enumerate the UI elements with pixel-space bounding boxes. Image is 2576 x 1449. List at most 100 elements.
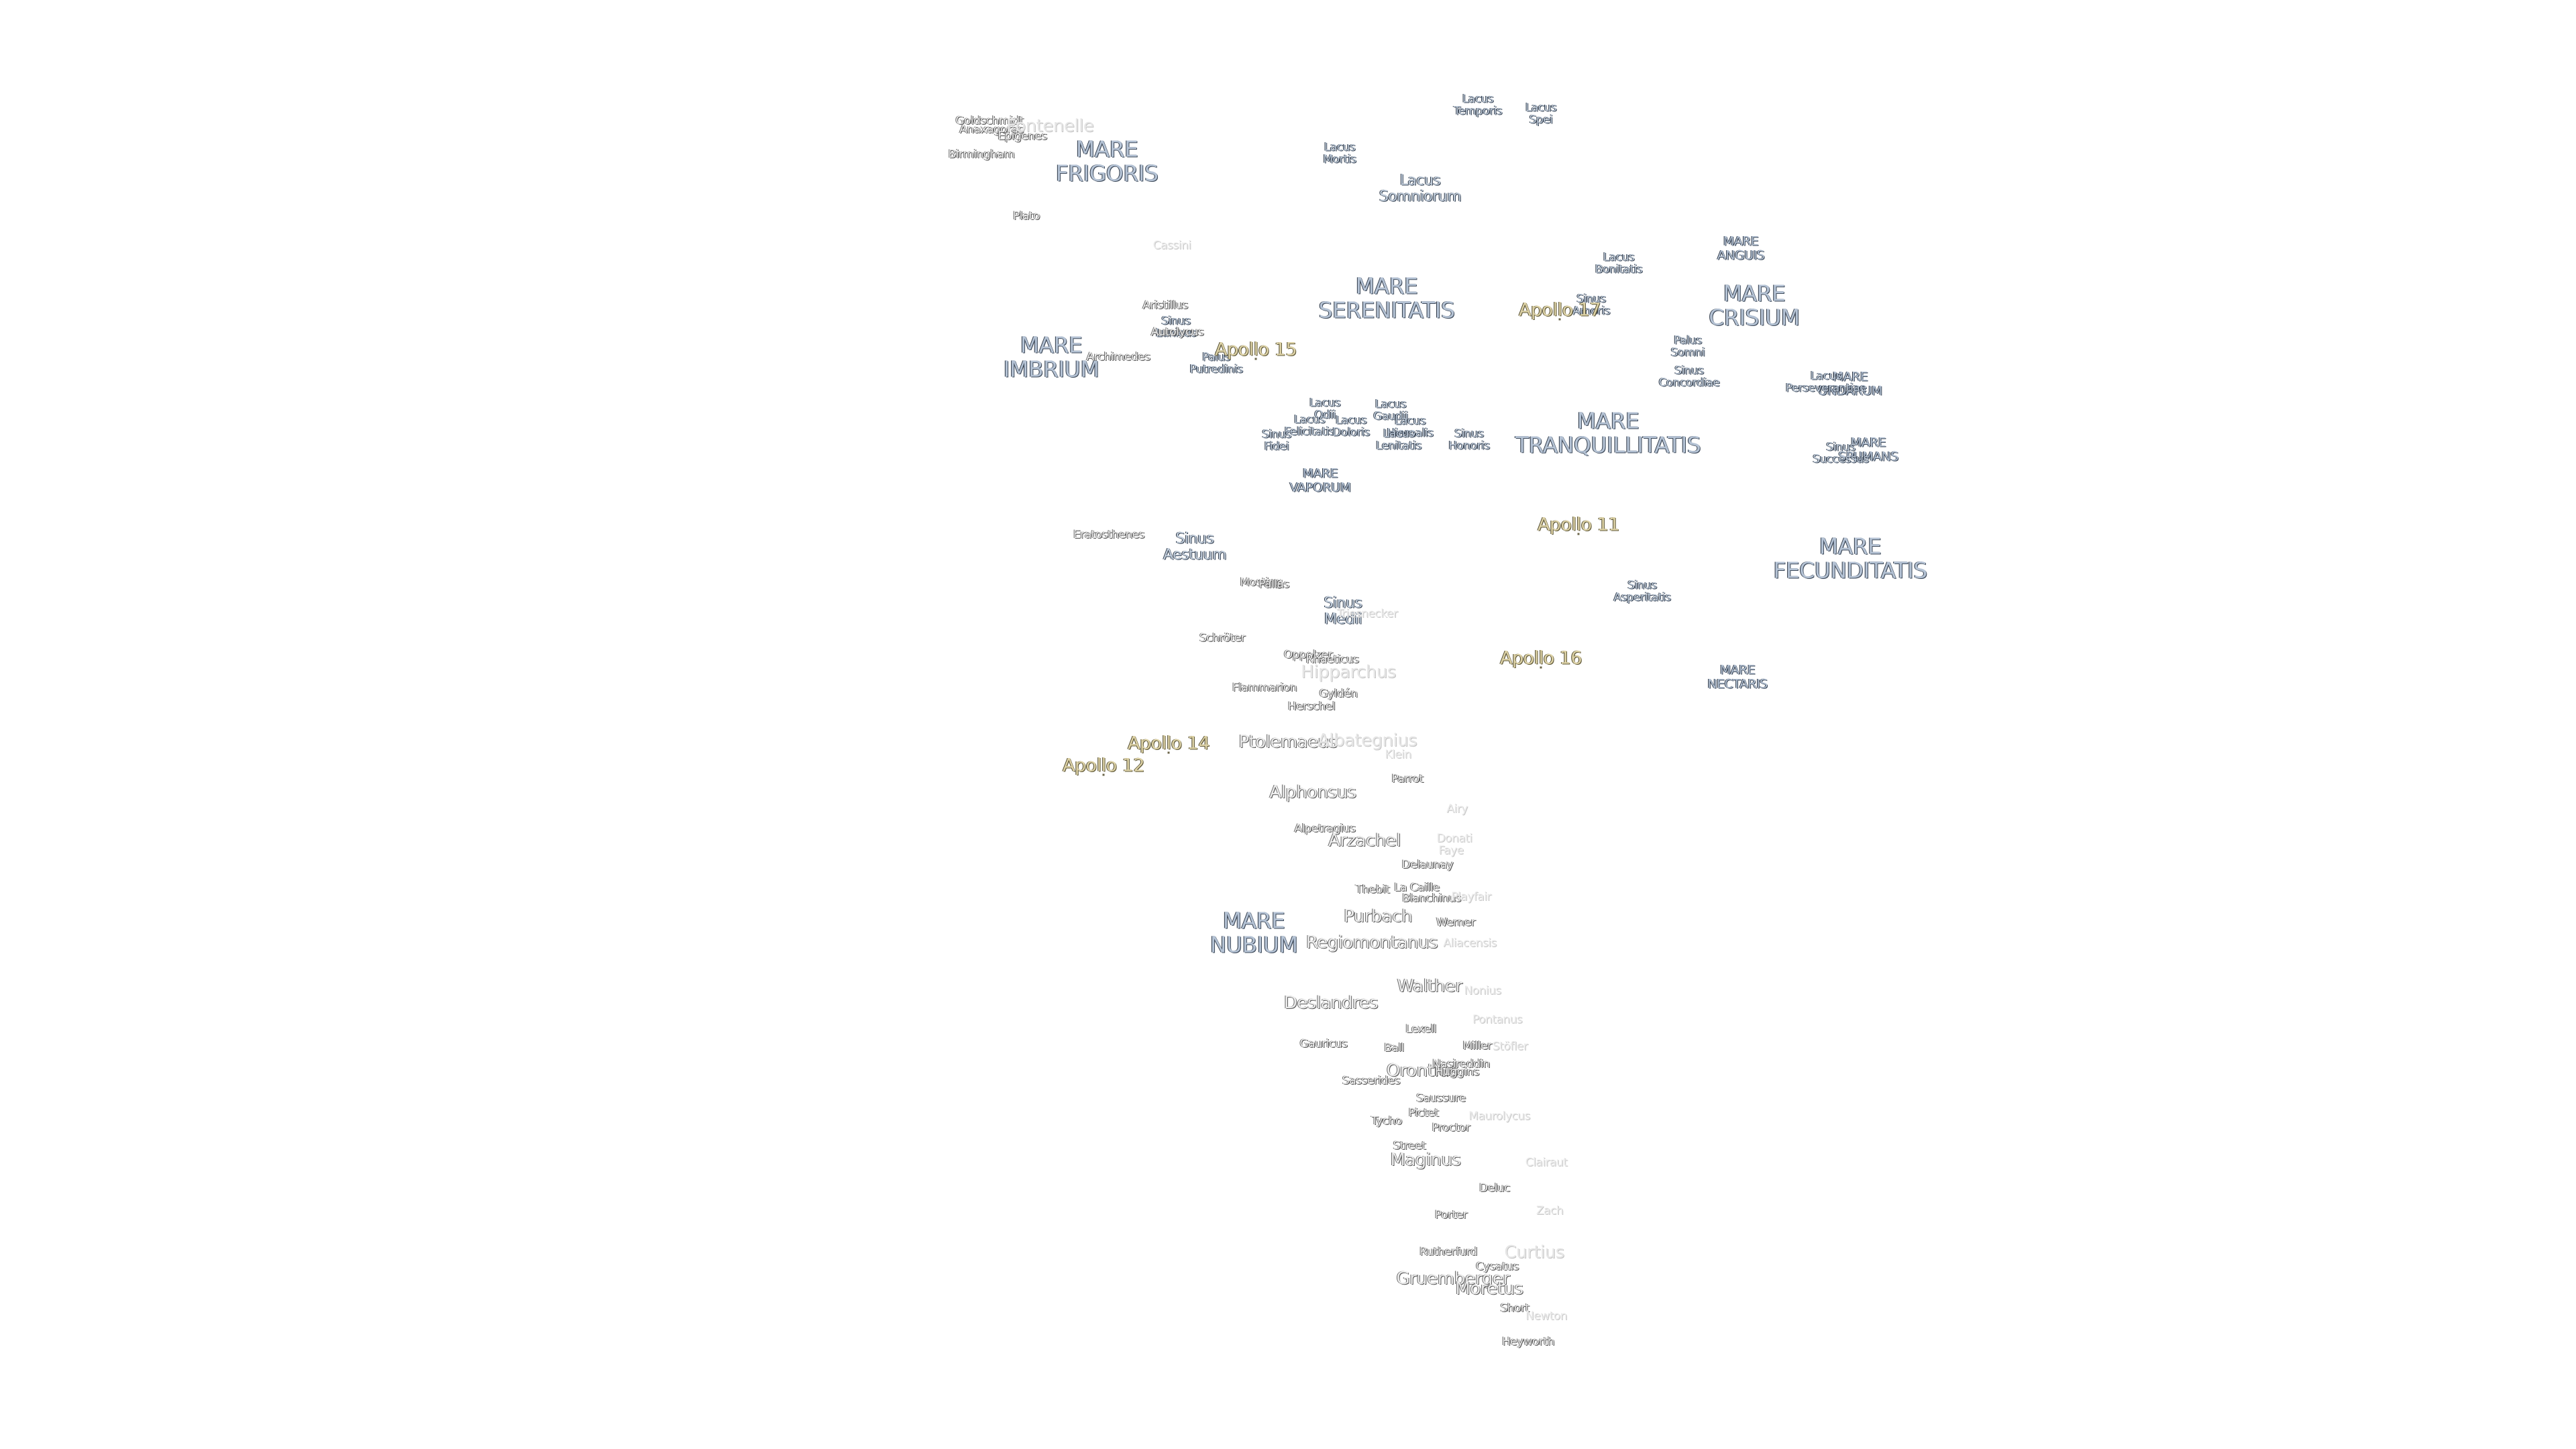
feature-label-tycho: Tycho	[1371, 1114, 1402, 1128]
feature-label-mare-nubium: MARE NUBIUM	[1210, 907, 1298, 957]
feature-label-sinus-aestuum: Sinus Aestuum	[1163, 530, 1227, 563]
feature-label-sinus-amoris: Sinus Amoris	[1572, 292, 1611, 318]
feature-label-mare-imbrium: MARE IMBRIUM	[1003, 331, 1099, 382]
feature-label-werner: Werner	[1436, 915, 1476, 929]
feature-label-lacus-odii: Lacus Odii	[1309, 396, 1341, 422]
landing-site-apollo-12: Apollo 12	[1062, 755, 1145, 776]
feature-label-donati: Donati	[1436, 831, 1472, 845]
feature-label-proctor: Proctor	[1432, 1120, 1470, 1134]
feature-label-clairaut: Clairaut	[1525, 1155, 1568, 1169]
feature-label-lacus-lenitatis: Lacus Lenitatis	[1376, 427, 1421, 453]
feature-label-alphonsus: Alphonsus	[1269, 782, 1356, 802]
feature-label-herschel: Herschel	[1287, 699, 1336, 713]
feature-label-sinus-successus: Sinus Successus	[1813, 440, 1869, 466]
feature-label-mare-undarum: MARE UNDARUM	[1818, 369, 1882, 398]
feature-label-mare-fecunditatis: MARE FECUNDITATIS	[1773, 533, 1927, 583]
feature-label-sinus-lunicus: Sinus Lunicus	[1155, 314, 1197, 340]
feature-label-la-caille: La Caille	[1394, 880, 1440, 894]
feature-label-porter: Porter	[1434, 1208, 1468, 1222]
feature-label-palus-somni: Palus Somni	[1670, 333, 1705, 360]
feature-label-archimedes: Archimedes	[1086, 350, 1150, 364]
feature-label-arzachel: Arzachel	[1328, 830, 1401, 851]
feature-label-blanchinus: Blanchinus	[1402, 891, 1461, 905]
feature-label-lacus-perseverantiae: Lacus Perseverantiae	[1785, 369, 1867, 395]
feature-label-maurolycus: Maurolycus	[1468, 1109, 1530, 1123]
feature-label-gruemberger: Gruemberger	[1396, 1268, 1510, 1289]
feature-label-cassini: Cassini	[1152, 238, 1191, 252]
feature-label-oppolzer: Oppolzer	[1283, 647, 1333, 661]
feature-label-lexell: Lexell	[1405, 1022, 1436, 1036]
feature-label-lacus-gaudii: Lacus Gaudii	[1373, 397, 1408, 423]
feature-label-aristillus: Aristillus	[1142, 298, 1188, 312]
feature-label-autolycus: Autolycus	[1150, 325, 1204, 339]
feature-label-miller: Miller	[1462, 1038, 1492, 1053]
feature-label-klein: Klein	[1385, 747, 1411, 761]
feature-label-saussure: Saussure	[1416, 1091, 1466, 1105]
landing-site-marker-icon	[1540, 666, 1542, 669]
feature-label-mare-spumans: MARE SPUMANS	[1838, 435, 1898, 464]
feature-label-birmingham: Birmingham	[948, 147, 1015, 161]
feature-label-deluc: Deluc	[1479, 1181, 1510, 1195]
feature-label-orontius: Orontius	[1386, 1060, 1458, 1081]
feature-label-lacus-bonitatis: Lacus Bonitatis	[1595, 250, 1643, 276]
feature-label-sasserides: Sasserides	[1342, 1073, 1401, 1087]
feature-label-heyworth: Heyworth	[1501, 1334, 1555, 1348]
feature-label-gyld-n: Gyldén	[1319, 686, 1358, 700]
landing-site-marker-icon	[1558, 318, 1561, 321]
feature-label-eratosthenes: Eratosthenes	[1073, 527, 1145, 541]
feature-label-alpetragius: Alpetragius	[1294, 821, 1356, 835]
feature-label-short: Short	[1500, 1301, 1529, 1315]
feature-label-palus-putredinis: Palus Putredinis	[1189, 350, 1243, 376]
feature-label-curtius: Curtius	[1504, 1242, 1564, 1263]
feature-label-lacus-mortis: Lacus Mortis	[1323, 140, 1356, 166]
feature-label-mare-crisium: MARE CRISIUM	[1709, 280, 1800, 330]
feature-label-playfair: Playfair	[1451, 890, 1491, 904]
feature-label-albategnius: Albategnius	[1317, 730, 1417, 751]
feature-label-zach: Zach	[1536, 1203, 1564, 1218]
feature-label-plato: Plato	[1013, 209, 1040, 223]
feature-label-pictet: Pictet	[1408, 1106, 1439, 1120]
feature-label-epigenes: Epigenes	[998, 129, 1047, 143]
feature-label-mare-anguis: MARE ANGUIS	[1717, 233, 1765, 262]
feature-label-parrot: Parrot	[1391, 771, 1424, 786]
feature-label-pallas: Pallas	[1258, 577, 1289, 591]
feature-label-sinus-concordiae: Sinus Concordiae	[1658, 364, 1720, 390]
feature-label-fontenelle: Fontenelle	[1006, 115, 1094, 136]
feature-label-thebit: Thebit	[1355, 882, 1390, 896]
feature-label-gauricus: Gauricus	[1299, 1036, 1348, 1051]
feature-label-mare-vaporum: MARE VAPORUM	[1289, 466, 1351, 494]
feature-label-anaxagoras: Anaxagoras	[959, 122, 1024, 136]
feature-label-mare-tranquillitatis: MARE TRANQUILLITATIS	[1515, 407, 1701, 458]
feature-label-mare-serenitatis: MARE SERENITATIS	[1318, 272, 1455, 323]
feature-label-regiomontanus: Regiomontanus	[1305, 932, 1438, 953]
feature-label-lacus-somniorum: Lacus Somniorum	[1379, 172, 1462, 205]
feature-label-lacus-felicitatis: Lacus Felicitatis	[1284, 413, 1335, 439]
feature-label-schr-ter: Schröter	[1199, 631, 1246, 645]
feature-label-nonius: Nonius	[1464, 983, 1501, 998]
landing-site-apollo-14: Apollo 14	[1127, 733, 1210, 754]
feature-label-street: Street	[1393, 1138, 1426, 1152]
feature-label-sinus-fidei: Sinus Fidei	[1262, 427, 1291, 453]
feature-label-nasireddin: Nasireddin	[1432, 1057, 1490, 1071]
feature-label-rutherfurd: Rutherfurd	[1419, 1244, 1477, 1258]
feature-label-faye: Faye	[1438, 843, 1464, 857]
feature-label-aliacensis: Aliacensis	[1443, 936, 1497, 950]
feature-label-sinus-medii: Sinus Medii	[1324, 594, 1362, 627]
feature-label-mosting: Mosting	[1240, 575, 1283, 589]
landing-site-marker-icon	[1254, 358, 1257, 360]
landing-site-apollo-11: Apollo 11	[1537, 514, 1620, 535]
landing-site-marker-icon	[1577, 533, 1580, 535]
feature-label-triesnecker: Triesnecker	[1336, 606, 1398, 621]
feature-label-lacus-spei: Lacus Spei	[1525, 101, 1557, 127]
feature-label-sinus-asperitatis: Sinus Asperitatis	[1613, 578, 1671, 604]
feature-label-maginus: Maginus	[1390, 1149, 1461, 1170]
feature-label-goldschmidt: Goldschmidt	[955, 113, 1024, 127]
feature-label-airy: Airy	[1446, 802, 1468, 816]
feature-label-hipparchus: Hipparchus	[1301, 661, 1396, 682]
feature-label-deslandres: Deslandres	[1283, 992, 1379, 1013]
feature-label-newton: Newton	[1525, 1309, 1567, 1323]
feature-label-delaunay: Delaunay	[1401, 857, 1454, 871]
landing-site-marker-icon	[1167, 751, 1170, 754]
feature-label-lacus-temporis: Lacus Temporis	[1453, 92, 1503, 118]
